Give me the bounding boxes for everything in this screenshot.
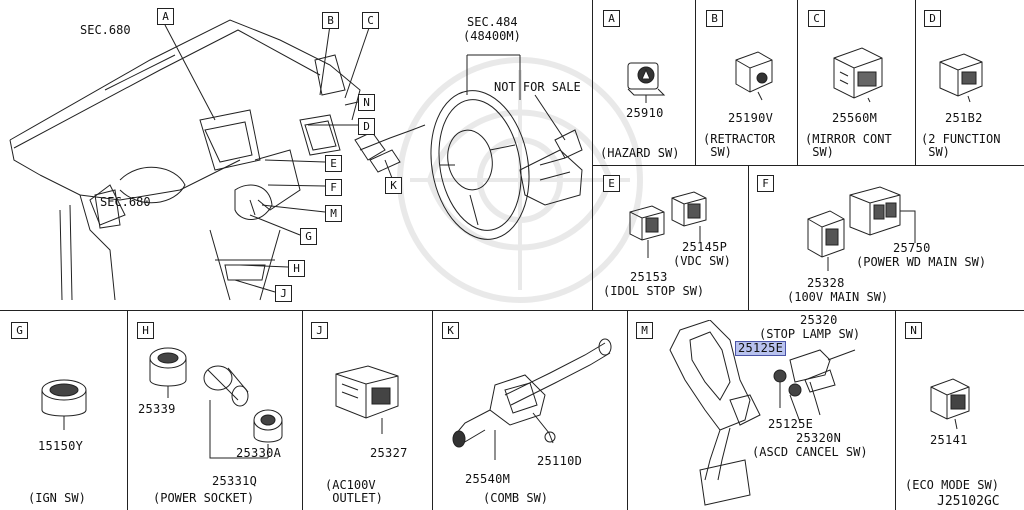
part-number-25339[interactable]: 25339: [138, 402, 176, 416]
vdc-idle-stop-switch-drawing: [620, 190, 720, 266]
sec-label-484-code: (48400M): [463, 29, 521, 43]
note-stop-lamp-sw: (STOP LAMP SW): [759, 327, 861, 341]
grid-divider: [592, 165, 1024, 166]
callout-tag-j[interactable]: J: [275, 285, 292, 302]
part-number-25110d[interactable]: 25110D: [537, 454, 583, 468]
part-number-25750[interactable]: 25750: [893, 241, 931, 255]
retractor-switch-drawing: [728, 48, 778, 104]
part-number-15150y[interactable]: 15150Y: [38, 439, 84, 453]
part-number-25153[interactable]: 25153: [630, 270, 668, 284]
ignition-switch-drawing: [34, 372, 94, 432]
combination-switch-drawing: [445, 335, 620, 475]
part-number-25320n[interactable]: 25320N: [796, 431, 842, 445]
grid-divider: [302, 310, 303, 510]
caption-comb-sw: (COMB SW): [483, 491, 549, 505]
callout-tag-e[interactable]: E: [325, 155, 342, 172]
callout-tag-g[interactable]: G: [300, 228, 317, 245]
callout-tag-b[interactable]: B: [322, 12, 339, 29]
eco-mode-switch-drawing: [925, 375, 975, 433]
callout-tag-h[interactable]: H: [288, 260, 305, 277]
grid-divider: [895, 310, 896, 510]
panel-a-tag: A: [603, 10, 620, 27]
part-number-25190v[interactable]: 25190V: [728, 111, 774, 125]
caption-eco-mode-sw: (ECO MODE SW): [905, 478, 999, 492]
hazard-switch-drawing: [620, 55, 670, 105]
caption-power-socket: (POWER SOCKET): [153, 491, 255, 505]
part-number-25327[interactable]: 25327: [370, 446, 408, 460]
dashboard-overview-illustration: [0, 0, 592, 310]
diagram-code: J25102GC: [937, 494, 1000, 509]
panel-e-tag: E: [603, 175, 620, 192]
part-number-25330a[interactable]: 25330A: [236, 446, 282, 460]
caption-2-function-sw: (2 FUNCTION SW): [921, 132, 1001, 159]
grid-divider: [592, 0, 593, 310]
ac100v-outlet-drawing: [328, 362, 408, 438]
panel-h-tag: H: [137, 322, 154, 339]
panel-m-tag: M: [636, 322, 653, 339]
part-number-25320[interactable]: 25320: [800, 313, 838, 327]
panel-d-tag: D: [924, 10, 941, 27]
grid-divider: [695, 0, 696, 165]
note-power-wd-main-sw: (POWER WD MAIN SW): [856, 255, 987, 269]
panel-c-tag: C: [808, 10, 825, 27]
caption-ign-sw: (IGN SW): [28, 491, 86, 505]
caption-retractor-sw: (RETRACTOR SW): [703, 132, 776, 159]
part-number-25145p[interactable]: 25145P: [682, 240, 728, 254]
callout-tag-c[interactable]: C: [362, 12, 379, 29]
mirror-control-switch-drawing: [828, 42, 888, 104]
part-number-25910[interactable]: 25910: [626, 106, 664, 120]
caption-mirror-cont-sw: (MIRROR CONT SW): [805, 132, 892, 159]
caption-idol-stop-sw: (IDOL STOP SW): [603, 284, 705, 298]
caption-hazard-sw: (HAZARD SW): [600, 146, 680, 160]
panel-j-tag: J: [311, 322, 328, 339]
caption-ac100v-outlet: (AC100V OUTLET): [325, 478, 383, 505]
note-vdc-sw: (VDC SW): [673, 254, 731, 268]
two-function-switch-drawing: [934, 48, 990, 104]
callout-tag-k[interactable]: K: [385, 177, 402, 194]
callout-tag-f[interactable]: F: [325, 179, 342, 196]
callout-tag-d[interactable]: D: [358, 118, 375, 135]
panel-g-tag: G: [11, 322, 28, 339]
grid-divider: [0, 310, 1024, 311]
grid-divider: [748, 165, 749, 310]
power-socket-drawing: [138, 340, 298, 480]
panel-k-tag: K: [442, 322, 459, 339]
panel-n-tag: N: [905, 322, 922, 339]
part-number-25540m[interactable]: 25540M: [465, 472, 511, 486]
caption-100v-main-sw: (100V MAIN SW): [787, 290, 889, 304]
sec-label-484: SEC.484: [467, 15, 518, 29]
part-number-25125e[interactable]: 25125E: [768, 417, 814, 431]
grid-divider: [797, 0, 798, 165]
highlighted-part-25125e[interactable]: 25125E: [735, 341, 787, 356]
callout-tag-a[interactable]: A: [157, 8, 174, 25]
grid-divider: [627, 310, 628, 510]
sec-label-680: SEC.680: [80, 23, 131, 37]
part-number-25328[interactable]: 25328: [807, 276, 845, 290]
callout-tag-m[interactable]: M: [325, 205, 342, 222]
panel-f-tag: F: [757, 175, 774, 192]
part-number-25141[interactable]: 25141: [930, 433, 968, 447]
power-window-main-switch-drawing: [800, 185, 920, 275]
part-number-25560m[interactable]: 25560M: [832, 111, 878, 125]
not-for-sale-label: NOT FOR SALE: [494, 80, 581, 94]
grid-divider: [432, 310, 433, 510]
grid-divider: [915, 0, 916, 165]
panel-b-tag: B: [706, 10, 723, 27]
callout-tag-n[interactable]: N: [358, 94, 375, 111]
part-number-25331q[interactable]: 25331Q: [212, 474, 258, 488]
part-number-251b2[interactable]: 251B2: [945, 111, 983, 125]
note-ascd-cancel-sw: (ASCD CANCEL SW): [752, 445, 868, 459]
sec-label-680-lower: SEC.680: [100, 195, 151, 209]
grid-divider: [127, 310, 128, 510]
pedal-assembly-drawing: [650, 320, 890, 508]
